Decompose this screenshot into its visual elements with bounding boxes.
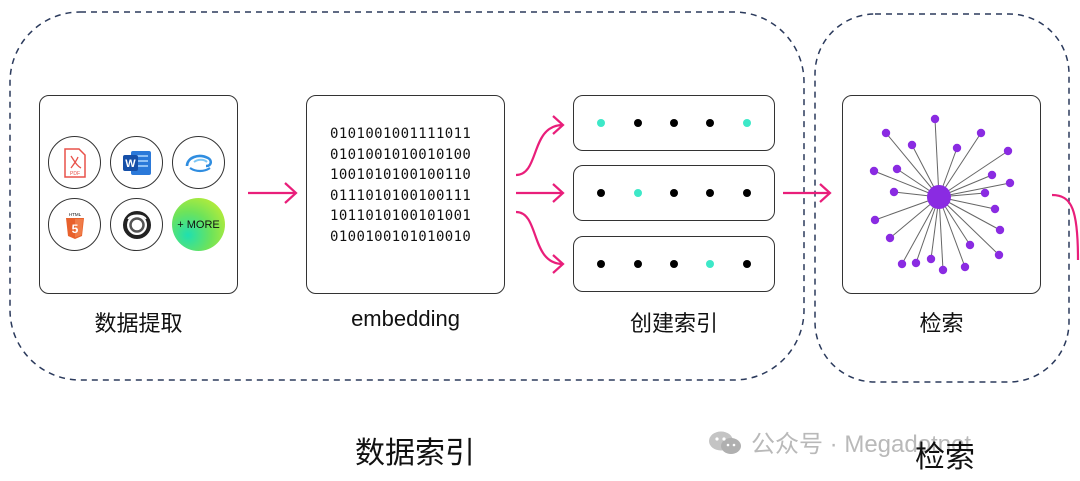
binary-line: 1001010100100110 — [330, 167, 472, 183]
graph-node — [907, 140, 917, 150]
html5-icon: HTML 5 — [48, 198, 101, 251]
index-dot-highlighted — [634, 189, 642, 197]
wechat-icon — [707, 430, 743, 463]
graph-edge — [938, 196, 944, 271]
graph-node — [870, 215, 880, 225]
graph-node — [926, 254, 936, 264]
graph-edge — [938, 196, 966, 268]
cloud-icon — [172, 136, 225, 189]
binary-line: 0101001001111011 — [330, 126, 472, 142]
binary-line: 0101001010010100 — [330, 146, 472, 163]
graph-edge — [901, 196, 940, 265]
word-icon: W — [110, 136, 163, 189]
index-dot — [634, 119, 642, 127]
index-dot-highlighted — [706, 260, 714, 268]
embedding-card — [306, 95, 505, 294]
graph-hub-node — [927, 185, 951, 209]
arrow-extract-to-embedding — [248, 182, 298, 204]
arrow-index-to-retrieval — [783, 183, 832, 203]
graph-node — [965, 240, 975, 250]
svg-text:5: 5 — [71, 222, 78, 236]
graph-node — [1003, 146, 1013, 156]
index-dot-highlighted — [743, 119, 751, 127]
index-dot — [743, 260, 751, 268]
graph-node — [976, 128, 986, 138]
index-dot — [597, 260, 605, 268]
binary-vector-text: 0101001001111011 0101001010010100 100101… — [330, 124, 471, 247]
svg-text:HTML: HTML — [68, 212, 81, 217]
more-icon: + MORE — [172, 198, 225, 251]
graph-edge — [885, 132, 940, 198]
svg-text:PDF: PDF — [70, 171, 80, 177]
graph-node — [1005, 178, 1015, 188]
indexing-group-title: 数据索引 — [355, 436, 475, 471]
index-dot — [706, 189, 714, 197]
graph-edge — [934, 118, 940, 198]
binary-line: 1011010100101001 — [330, 208, 472, 224]
graph-node — [938, 265, 948, 275]
index-label: 创建索引 — [629, 312, 718, 337]
graph-node — [990, 204, 1000, 214]
extract-label: 数据提取 — [94, 312, 183, 337]
graph-edge — [938, 196, 1000, 256]
index-dot — [670, 119, 678, 127]
arrow-retrieval-out — [1051, 193, 1080, 261]
watermark: 公众号 · Megadotnet — [707, 424, 971, 463]
index-dot — [706, 119, 714, 127]
arrow-embedding-to-index-top — [515, 115, 565, 177]
graph-node — [911, 258, 921, 268]
graph-node — [892, 164, 902, 174]
graph-node — [987, 170, 997, 180]
retrieval-graph — [869, 114, 1015, 275]
graph-node — [980, 188, 990, 198]
graph-edge — [938, 182, 1011, 198]
graph-node — [881, 128, 891, 138]
pdf-icon: PDF — [48, 136, 101, 189]
embedding-label: embedding — [351, 306, 460, 331]
watermark-text: 公众号 · Megadotnet — [751, 431, 972, 458]
arrow-embedding-to-index-bottom — [515, 210, 565, 274]
graph-node — [889, 187, 899, 197]
binary-line: 0111010100100111 — [330, 187, 472, 204]
more-icon-label: + MORE — [177, 218, 220, 231]
binary-line: 0100100101010010 — [330, 228, 472, 245]
graph-node — [930, 114, 940, 124]
graph-node — [869, 166, 879, 176]
index-dot — [670, 189, 678, 197]
graph-node — [960, 262, 970, 272]
index-dot — [743, 189, 751, 197]
graph-edge — [938, 150, 1009, 198]
extract-card — [39, 95, 238, 294]
index-dot — [597, 189, 605, 197]
graph-node — [994, 250, 1004, 260]
index-dot-highlighted — [597, 119, 605, 127]
arrow-embedding-to-index-middle — [516, 183, 565, 203]
graph-edge — [938, 132, 982, 198]
retrieve-label: 检索 — [919, 312, 964, 337]
index-dot — [634, 260, 642, 268]
graph-node — [952, 143, 962, 153]
retrieval-group-outline — [814, 13, 1070, 383]
graph-node — [995, 225, 1005, 235]
svg-text:W: W — [125, 158, 136, 170]
index-dot — [670, 260, 678, 268]
graph-node — [885, 233, 895, 243]
graph-node — [897, 259, 907, 269]
retrieval-group-title: 检索 — [915, 440, 975, 475]
json-icon — [110, 198, 163, 251]
